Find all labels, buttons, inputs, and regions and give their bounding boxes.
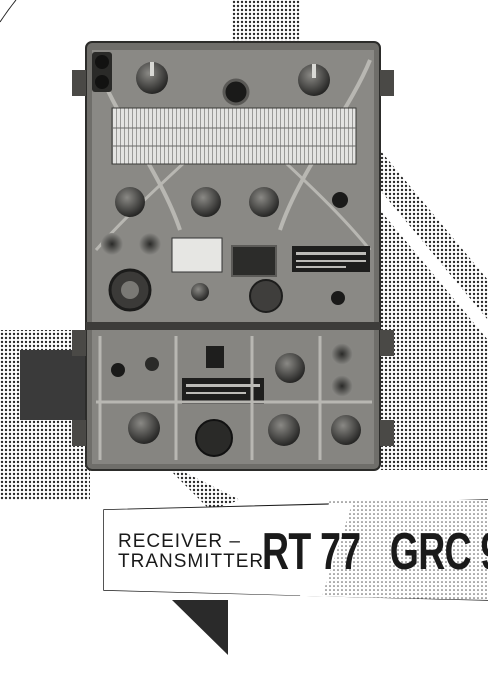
light-knob <box>331 291 345 305</box>
band-switch <box>128 412 160 444</box>
antenna-connector-2 <box>95 75 109 89</box>
cal-switch <box>332 192 348 208</box>
tuning-knob-lower <box>195 419 233 457</box>
fuse-holder <box>145 357 159 371</box>
latch-right-2 <box>380 330 394 356</box>
caption-receiver-transmitter: RECEIVER – TRANSMITTER <box>118 532 264 572</box>
caption-line-1: RECEIVER – <box>118 531 241 552</box>
caption-line-2: TRANSMITTER <box>118 551 265 572</box>
band-knob-pointer <box>150 62 154 76</box>
socket-2 <box>139 233 161 255</box>
band-knob <box>136 62 168 94</box>
label-band-halftone <box>300 500 488 600</box>
phones-jack-2 <box>331 375 353 397</box>
background-stripe-right <box>380 150 488 320</box>
dial-scale <box>111 107 357 165</box>
latch-left-3 <box>72 420 86 446</box>
antenna-connector <box>95 55 109 69</box>
background-triangle-bottom <box>172 600 228 655</box>
phones-jack-1 <box>331 343 353 365</box>
corner-mark <box>0 0 17 23</box>
latch-left-1 <box>72 70 86 96</box>
gain-knob <box>115 187 145 217</box>
rf-knob <box>191 187 221 217</box>
panel-divider <box>86 322 380 330</box>
latch-right-1 <box>380 70 394 96</box>
background-wedge-left-dark <box>20 350 90 420</box>
key-switch <box>191 283 209 301</box>
loading-knob <box>331 415 361 445</box>
lower-nameplate <box>182 378 264 404</box>
model-primary: RT 77 <box>262 523 361 581</box>
freq-knob <box>249 187 279 217</box>
tube-socket <box>206 346 224 368</box>
lower-lamp <box>111 363 125 377</box>
power-knob <box>275 353 305 383</box>
latch-right-3 <box>380 420 394 446</box>
background-wedge-right <box>380 210 488 470</box>
label-band-white <box>104 504 352 596</box>
model-designation: RT 77 GRC 9 <box>262 526 488 578</box>
nameplate-small <box>171 237 223 273</box>
meter-window <box>231 245 277 277</box>
tune-knob <box>298 64 330 96</box>
antenna-knob <box>268 414 300 446</box>
tuning-crank <box>249 279 283 313</box>
indicator-lamp <box>222 78 250 106</box>
background-stripe-bottom <box>160 460 240 510</box>
socket-1 <box>101 233 123 255</box>
model-secondary: GRC 9 <box>389 523 488 581</box>
nameplate-main <box>292 246 370 272</box>
tune-knob-pointer <box>312 64 316 78</box>
latch-left-2 <box>72 330 86 356</box>
